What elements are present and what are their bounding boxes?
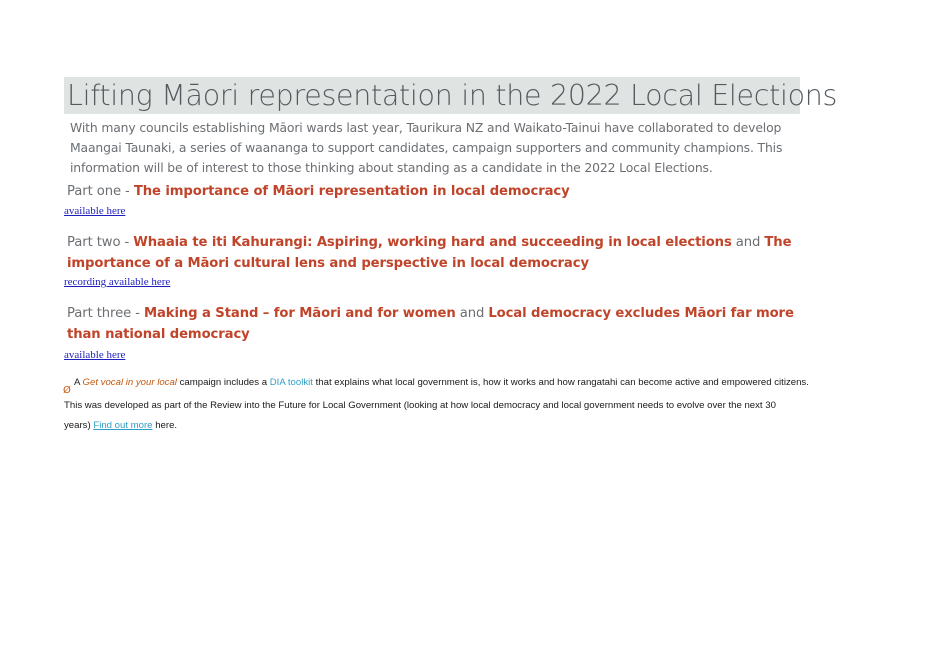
part-one-topic: The importance of Māori representation i… [133, 184, 570, 199]
arrow-bullet-icon: Ø [63, 385, 71, 396]
find-out-more-link[interactable]: Find out more [93, 420, 153, 431]
dia-toolkit-link[interactable]: DIA toolkit [269, 377, 313, 388]
part-three-prefix: Part three - [67, 306, 144, 321]
note-line-3: years) Find out more here. [64, 419, 177, 432]
note-line-3-a: years) [64, 420, 94, 431]
note-line-3-b: here. [152, 420, 178, 431]
part-one-link[interactable]: available here [64, 205, 126, 217]
part-two-prefix: Part two - [67, 235, 134, 250]
part-one-prefix: Part one - [67, 184, 134, 199]
part-two-link[interactable]: recording available here [64, 276, 171, 288]
note-line-2: This was developed as part of the Review… [64, 400, 776, 411]
part-three-link[interactable]: available here [64, 349, 126, 361]
page-title-banner: Lifting Māori representation in the 2022… [64, 77, 837, 114]
part-two-topic-a: Whaaia te iti Kahurangi: Aspiring, worki… [133, 235, 732, 250]
note-line-1-c: that explains what local government is, … [312, 377, 809, 388]
part-three-topic-a: Making a Stand – for Māori and for women [143, 306, 456, 321]
intro-paragraph: With many councils establishing Māori wa… [70, 120, 783, 175]
part-one-heading: Part one - The importance of Māori repre… [67, 181, 827, 202]
note-line-1-b: campaign includes a [176, 377, 270, 388]
part-three-joiner: and [455, 306, 489, 321]
part-two-joiner: and [731, 235, 765, 250]
part-three-topic-b: Local democracy excludes Māori far more … [67, 306, 794, 342]
campaign-name: Get vocal in your local [82, 377, 177, 388]
part-two-topic-b: The importance of a Māori cultural lens … [67, 235, 792, 271]
part-three-heading: Part three - Making a Stand – for Māori … [67, 303, 827, 345]
page-title: Lifting Māori representation in the 2022… [67, 79, 838, 112]
part-two-heading: Part two - Whaaia te iti Kahurangi: Aspi… [67, 232, 827, 274]
note-line-1-a: A [74, 377, 83, 388]
note-line-1: A Get vocal in your local campaign inclu… [74, 376, 809, 389]
